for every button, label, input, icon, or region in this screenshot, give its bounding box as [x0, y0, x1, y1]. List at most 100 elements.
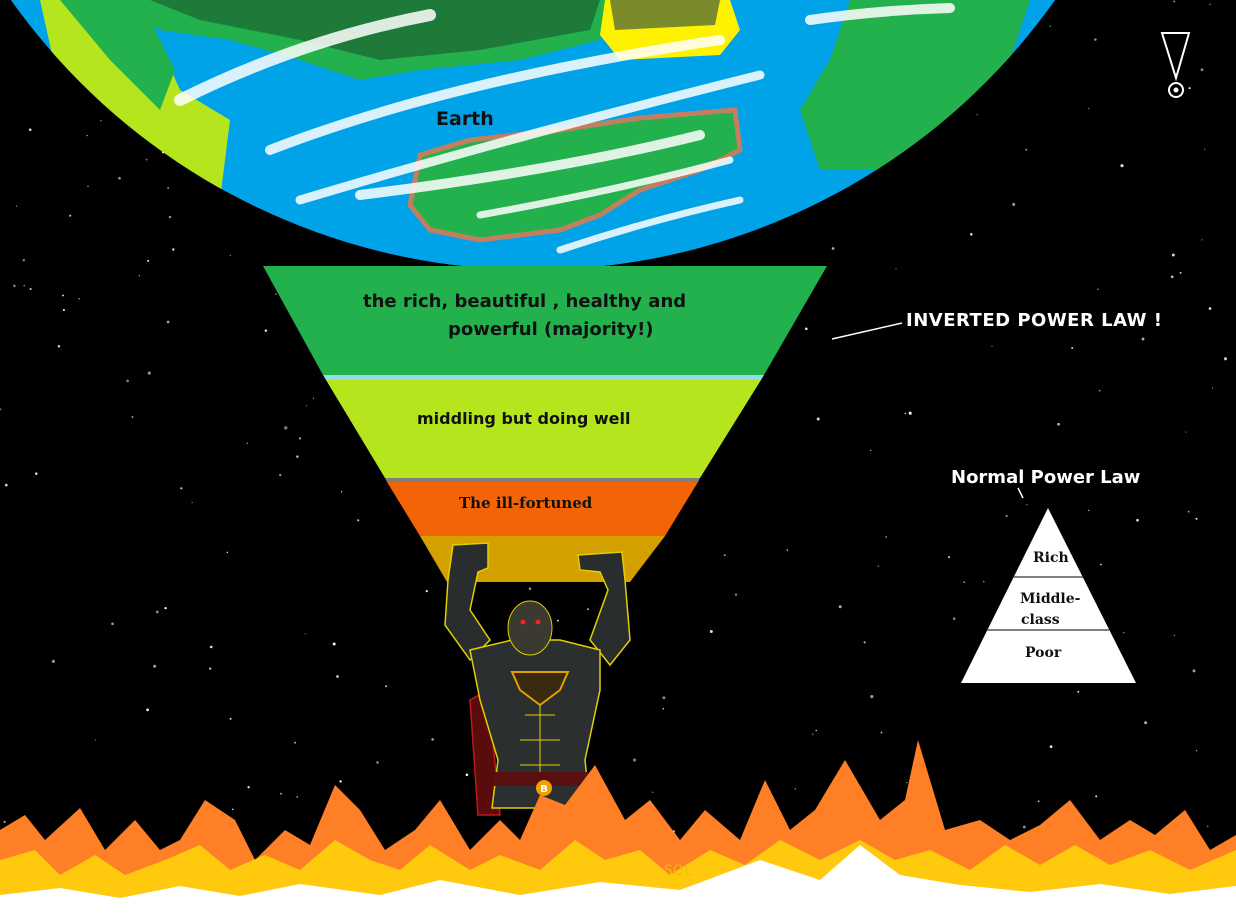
star [1057, 422, 1060, 426]
star [1185, 431, 1187, 433]
star [296, 455, 299, 458]
star [51, 659, 55, 663]
star [138, 274, 140, 277]
star [22, 259, 25, 262]
star [1141, 337, 1145, 341]
star [1170, 275, 1174, 279]
star [1104, 476, 1106, 479]
star [226, 551, 229, 554]
star [62, 308, 65, 312]
star [880, 731, 883, 734]
star [229, 717, 232, 720]
star [1201, 239, 1203, 241]
star [1094, 38, 1097, 41]
star [340, 491, 343, 493]
star [1179, 271, 1182, 274]
chest-emblem [510, 671, 570, 707]
tier-ill-fortuned [387, 482, 698, 536]
star [1171, 253, 1175, 257]
earth-label: Earth [436, 108, 494, 130]
star [1223, 357, 1228, 361]
pyramid-middle-label-line1: Middle- [1020, 591, 1081, 607]
star [1173, 0, 1176, 3]
star [1005, 514, 1008, 518]
star [78, 298, 80, 300]
star [229, 254, 231, 256]
star [304, 633, 306, 635]
star [167, 187, 170, 190]
star [280, 792, 282, 795]
star [895, 268, 897, 270]
star [246, 442, 249, 445]
normal-pointer-line [1017, 487, 1024, 499]
star [1187, 510, 1190, 513]
star [425, 589, 428, 593]
star [275, 293, 277, 295]
star [131, 416, 134, 418]
star [1088, 107, 1090, 110]
tier-rich [263, 266, 827, 375]
star [1097, 288, 1099, 291]
fire-label: SOL [664, 863, 692, 879]
star [1209, 3, 1211, 5]
star [723, 554, 726, 557]
star [662, 707, 665, 710]
pyramid-poor-label: Poor [1025, 645, 1062, 661]
tier-rich-label-line1: the rich, beautiful , healthy and [363, 291, 687, 312]
fire-white [0, 845, 1236, 914]
star [963, 581, 965, 583]
star [1026, 504, 1028, 506]
star [952, 617, 956, 620]
star [877, 565, 879, 567]
inverted-power-law-title: INVERTED POWER LAW ! [906, 310, 1163, 331]
star [1022, 825, 1026, 829]
eye-right [535, 619, 541, 625]
star [146, 708, 149, 712]
tier-ill-fortuned-label: The ill-fortuned [459, 494, 593, 512]
star [191, 501, 193, 504]
star [662, 696, 666, 700]
star [28, 128, 32, 131]
head [507, 600, 553, 656]
star [465, 773, 469, 777]
star [247, 786, 250, 789]
fire-flames [0, 740, 1236, 914]
svg-text:B: B [540, 784, 548, 795]
star [209, 645, 213, 649]
star [147, 259, 150, 262]
star [57, 345, 61, 348]
star [385, 685, 388, 688]
star [976, 114, 978, 116]
star [126, 379, 129, 383]
belt [494, 772, 588, 786]
star [100, 120, 102, 122]
tier-middling-label: middling but doing well [417, 409, 631, 428]
star [284, 426, 288, 430]
land-mass-left-green [60, 0, 175, 110]
star [1071, 346, 1074, 349]
star [145, 158, 148, 161]
star [166, 320, 170, 324]
star [1195, 749, 1198, 752]
star [947, 556, 951, 559]
star [1203, 148, 1206, 150]
star [180, 487, 183, 490]
star [1100, 563, 1102, 566]
star [279, 473, 282, 477]
star [298, 437, 302, 440]
star [86, 135, 88, 137]
pyramid-rich-label: Rich [1033, 550, 1069, 566]
star [1136, 518, 1139, 522]
normal-power-law-title: Normal Power Law [951, 467, 1141, 488]
warning-icon [1160, 32, 1191, 98]
star [232, 808, 234, 811]
star [983, 581, 985, 583]
star [1206, 825, 1209, 828]
earth-globe [0, 0, 1173, 270]
star [155, 610, 159, 614]
star [1120, 164, 1124, 168]
star [164, 606, 167, 610]
star [153, 664, 157, 668]
star [1064, 477, 1067, 480]
